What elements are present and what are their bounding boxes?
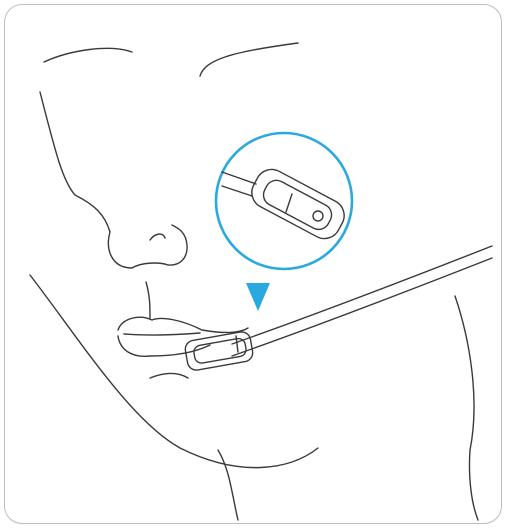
lip-line (124, 333, 200, 335)
right-eyebrow (200, 43, 298, 76)
chin-crease (150, 374, 188, 379)
face-outline (30, 43, 478, 520)
magnified-microphone (222, 164, 350, 244)
upper-lip (118, 317, 248, 332)
neck-left (218, 450, 238, 520)
pointer-arrow (246, 283, 270, 311)
left-eyebrow (44, 48, 132, 62)
microphone-capsule (184, 330, 254, 371)
nose (40, 92, 187, 268)
nostril (150, 234, 165, 240)
philtrum (146, 282, 150, 318)
magnifier-circle (216, 133, 352, 269)
neck-right (455, 296, 478, 520)
boom-arm (232, 246, 492, 356)
jaw-line (30, 275, 318, 468)
